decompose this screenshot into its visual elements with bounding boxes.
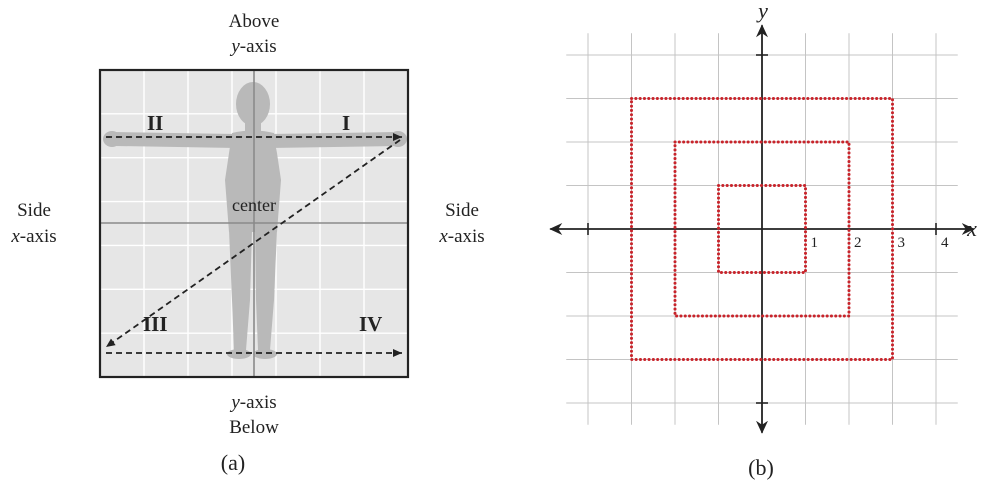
- quadrant-II: II: [147, 111, 163, 135]
- below-label: Below: [229, 417, 279, 438]
- panel-b-axes: [549, 24, 975, 434]
- panel-b-squares: [630, 97, 894, 361]
- top-y-axis-label: y-axis: [229, 36, 276, 57]
- panel-a: I II III IV center Above y-axis Side x-a…: [10, 11, 484, 475]
- panel-a-border: [98, 68, 410, 379]
- human-silhouette-icon: [103, 82, 407, 359]
- left-x-axis-label: x-axis: [10, 226, 56, 247]
- quadrant-III: III: [143, 312, 168, 336]
- above-label: Above: [229, 11, 280, 32]
- right-x-axis-label: x-axis: [438, 226, 484, 247]
- panel-b-ticks: 1 2 3 4: [587, 54, 949, 404]
- center-label: center: [232, 195, 276, 215]
- quadrant-I: I: [342, 111, 350, 135]
- right-side-label: Side: [445, 200, 479, 221]
- x-tick-label-4: 4: [941, 235, 949, 251]
- dotted-square-1: [717, 184, 807, 274]
- x-tick-label-3: 3: [898, 235, 906, 251]
- panel-b: 1 2 3 4 x y (b): [549, 0, 977, 480]
- x-axis-label: x: [966, 216, 977, 241]
- y-axis-label: y: [756, 0, 768, 23]
- x-tick-label-2: 2: [854, 235, 862, 251]
- x-tick-label-1: 1: [811, 235, 819, 251]
- dotted-square-3: [630, 97, 894, 361]
- dotted-square-2: [673, 140, 851, 318]
- bottom-y-axis-label: y-axis: [229, 392, 276, 413]
- caption-a: (a): [221, 450, 245, 475]
- left-side-label: Side: [17, 200, 51, 221]
- caption-b: (b): [748, 455, 774, 480]
- quadrant-IV: IV: [359, 312, 382, 336]
